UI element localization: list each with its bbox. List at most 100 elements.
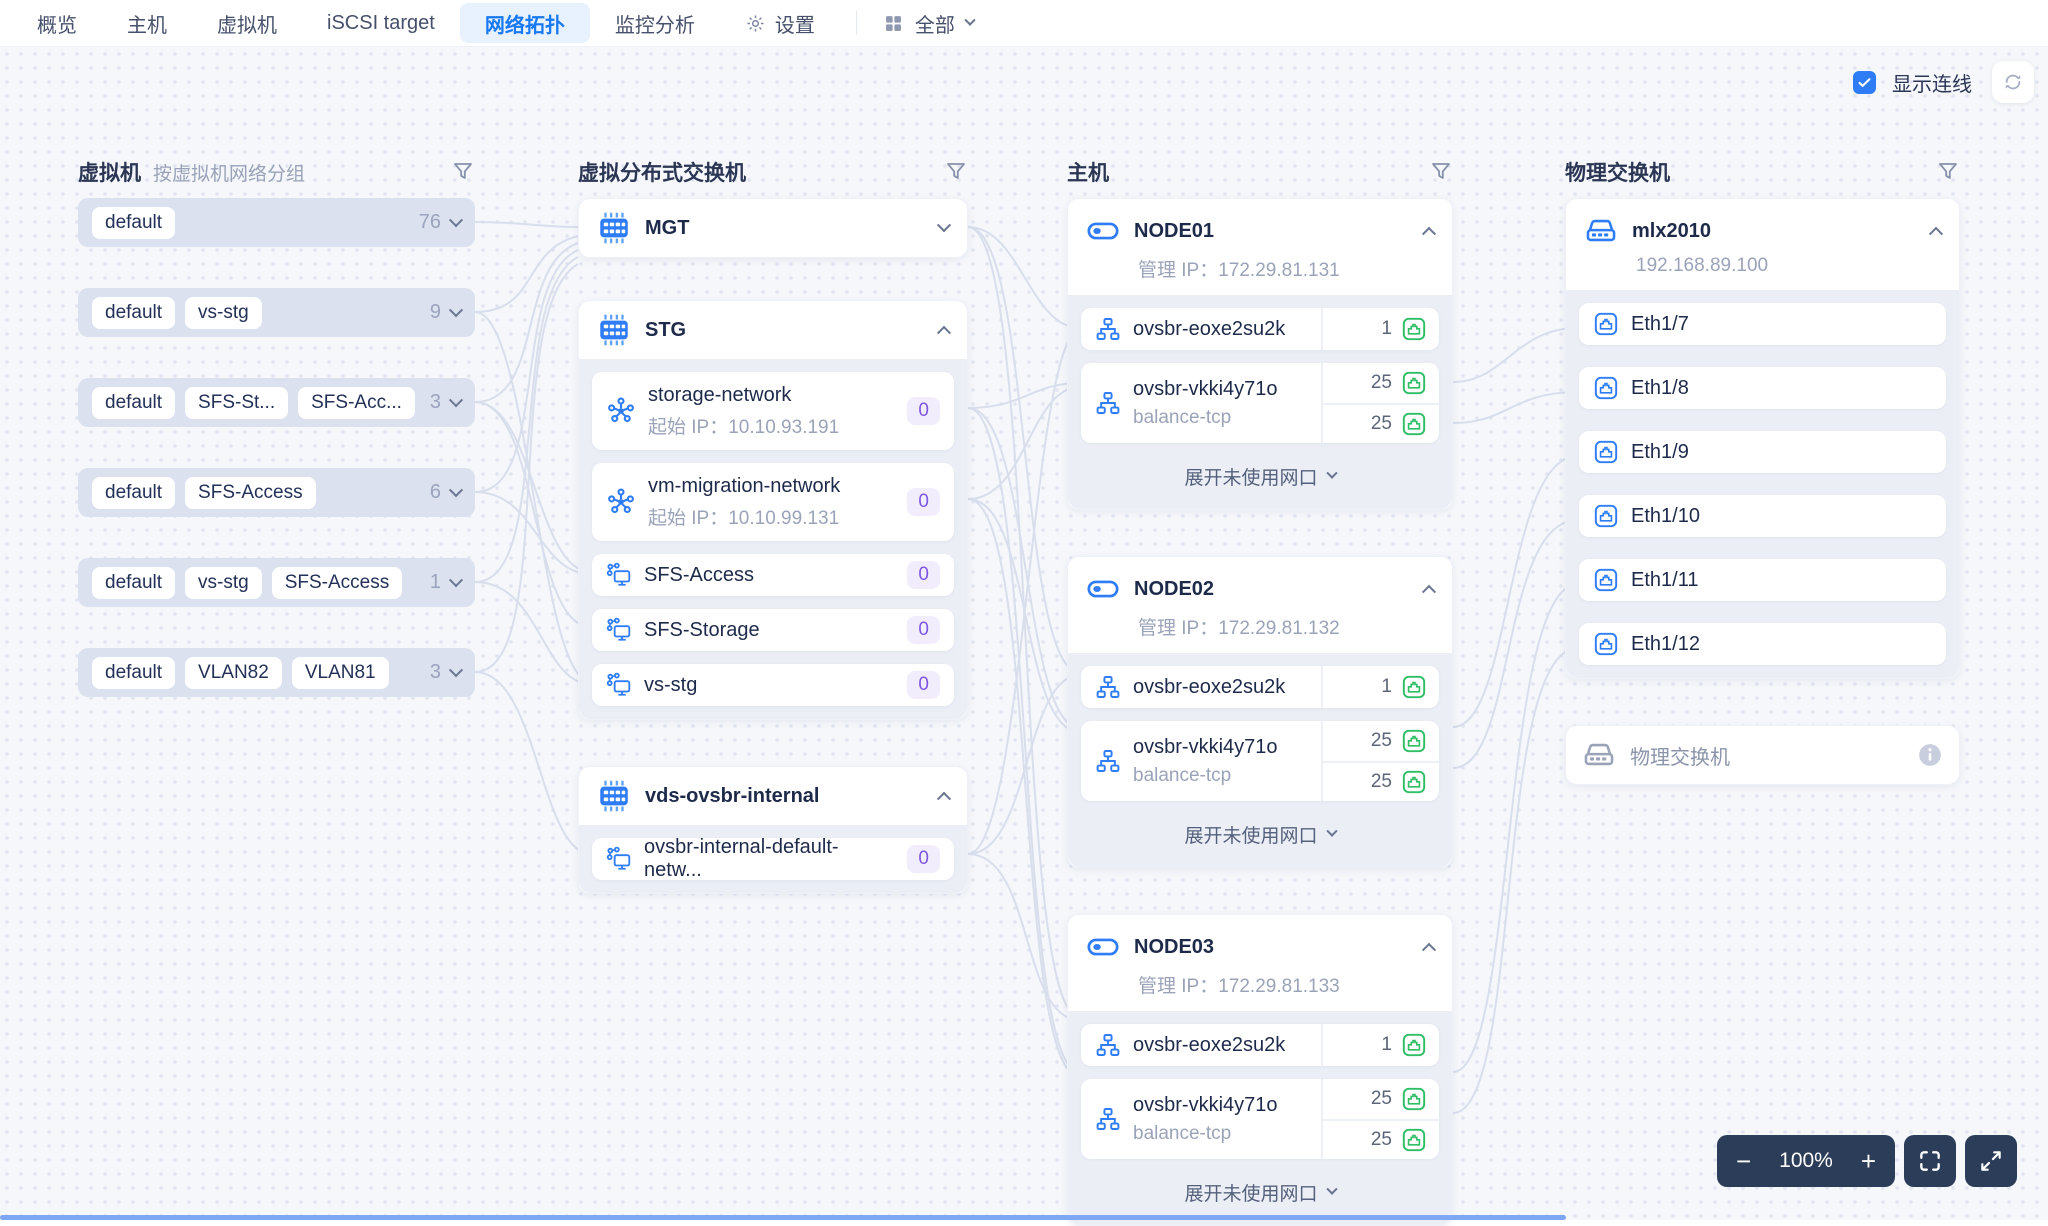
port-cell[interactable]: 1 bbox=[1323, 308, 1439, 350]
tab-iscsi-target[interactable]: iSCSI target bbox=[302, 3, 460, 43]
host-header[interactable]: NODE01 管理 IP：172.29.81.131 bbox=[1068, 199, 1452, 295]
topology-canvas[interactable]: 显示连线 虚拟机 按虚拟机网络分组 default 76 default vs-… bbox=[0, 47, 2048, 1226]
vds-header[interactable]: STG bbox=[579, 301, 967, 359]
chevron-down-icon bbox=[448, 572, 464, 587]
network-tag: VLAN81 bbox=[291, 656, 389, 689]
zoom-toolbar: − 100% + bbox=[1717, 1135, 2017, 1187]
port-cell[interactable]: 25 bbox=[1323, 403, 1439, 443]
switch-port-row[interactable]: Eth1/7 bbox=[1579, 303, 1946, 345]
bridge-row[interactable]: ovsbr-vkki4y71o balance-tcp 25 25 bbox=[1081, 1079, 1439, 1159]
tab-vms[interactable]: 虚拟机 bbox=[192, 3, 302, 43]
port-name: Eth1/8 bbox=[1631, 376, 1689, 399]
portgroup-row[interactable]: vm-migration-network 起始 IP：10.10.99.131 … bbox=[592, 463, 954, 541]
bridge-row[interactable]: ovsbr-eoxe2su2k 1 bbox=[1081, 666, 1439, 708]
vm-group-row[interactable]: default vs-stg SFS-Access 1 bbox=[78, 558, 475, 607]
portgroup-row[interactable]: ovsbr-internal-default-netw... 0 bbox=[592, 836, 954, 881]
host-icon bbox=[1086, 572, 1120, 606]
portgroup-host-icon bbox=[606, 672, 632, 698]
vds-column: 虚拟分布式交换机 MGT STG storage-network bbox=[578, 158, 968, 894]
port-name: Eth1/7 bbox=[1631, 312, 1689, 335]
filter-icon[interactable] bbox=[1936, 160, 1960, 184]
switch-port-row[interactable]: Eth1/12 bbox=[1579, 623, 1946, 665]
fit-screen-button[interactable] bbox=[1904, 1135, 1956, 1187]
tab-label: 网络拓扑 bbox=[484, 14, 565, 37]
bridge-row[interactable]: ovsbr-vkki4y71o balance-tcp 25 25 bbox=[1081, 363, 1439, 443]
portgroup-row[interactable]: SFS-Storage 0 bbox=[592, 609, 954, 651]
expand-unused-ports[interactable]: 展开未使用网口 bbox=[1081, 456, 1439, 496]
tab-overview[interactable]: 概览 bbox=[12, 3, 102, 43]
port-cell[interactable]: 25 bbox=[1323, 761, 1439, 801]
switch-header[interactable]: mlx2010 192.168.89.100 bbox=[1566, 199, 1959, 290]
host-header[interactable]: NODE02 管理 IP：172.29.81.132 bbox=[1068, 557, 1452, 653]
portgroup-icon bbox=[606, 396, 636, 426]
chevron-down-icon bbox=[1325, 467, 1338, 479]
scope-dropdown[interactable]: 全部 bbox=[873, 3, 984, 43]
bridge-row[interactable]: ovsbr-vkki4y71o balance-tcp 25 25 bbox=[1081, 721, 1439, 801]
info-icon[interactable] bbox=[1917, 742, 1943, 768]
nic-port-icon bbox=[1401, 370, 1427, 396]
zoom-in-button[interactable]: + bbox=[1860, 1146, 1876, 1176]
port-cell[interactable]: 25 bbox=[1323, 1079, 1439, 1119]
host-header[interactable]: NODE03 管理 IP：172.29.81.133 bbox=[1068, 915, 1452, 1011]
bridge-name: ovsbr-vkki4y71o bbox=[1133, 1093, 1278, 1116]
vm-group-row[interactable]: default SFS-St... SFS-Acc... 3 bbox=[78, 378, 475, 427]
portgroup-row[interactable]: storage-network 起始 IP：10.10.93.191 0 bbox=[592, 372, 954, 450]
tab-settings[interactable]: 设置 bbox=[720, 3, 840, 43]
vm-group-row[interactable]: default SFS-Access 6 bbox=[78, 468, 475, 517]
network-tag: default bbox=[92, 206, 176, 239]
vm-count: 9 bbox=[429, 301, 441, 323]
physical-switch-icon bbox=[1582, 738, 1616, 772]
vm-group-row[interactable]: default vs-stg 9 bbox=[78, 288, 475, 337]
tab-monitoring[interactable]: 监控分析 bbox=[590, 3, 720, 43]
fullscreen-button[interactable] bbox=[1965, 1135, 2017, 1187]
port-cell[interactable]: 1 bbox=[1323, 1024, 1439, 1066]
expand-unused-ports[interactable]: 展开未使用网口 bbox=[1081, 1172, 1439, 1212]
tab-hosts[interactable]: 主机 bbox=[102, 3, 192, 43]
vds-switch-icon bbox=[597, 779, 631, 813]
filter-icon[interactable] bbox=[944, 160, 968, 184]
chevron-down-icon bbox=[448, 662, 464, 677]
network-tag: SFS-St... bbox=[185, 386, 289, 419]
tab-network-topology[interactable]: 网络拓扑 bbox=[459, 3, 590, 43]
bond-mode: balance-tcp bbox=[1133, 406, 1232, 428]
horizontal-scrollbar[interactable] bbox=[0, 1215, 1566, 1220]
vds-header[interactable]: vds-ovsbr-internal bbox=[579, 767, 967, 825]
switch-port-row[interactable]: Eth1/9 bbox=[1579, 431, 1946, 473]
switch-port-row[interactable]: Eth1/8 bbox=[1579, 367, 1946, 409]
host-mgmt-ip: 管理 IP：172.29.81.131 bbox=[1138, 260, 1340, 281]
portgroup-host-icon bbox=[606, 617, 632, 643]
bond-mode: balance-tcp bbox=[1133, 764, 1232, 786]
vds-header[interactable]: MGT bbox=[579, 199, 967, 257]
bridge-row[interactable]: ovsbr-eoxe2su2k 1 bbox=[1081, 1024, 1439, 1066]
chevron-down-icon bbox=[936, 218, 952, 233]
nav-divider bbox=[855, 11, 857, 35]
port-cell[interactable]: 1 bbox=[1323, 666, 1439, 708]
portgroup-row[interactable]: SFS-Access 0 bbox=[592, 554, 954, 596]
port-count: 25 bbox=[1370, 771, 1392, 792]
portgroup-row[interactable]: vs-stg 0 bbox=[592, 664, 954, 706]
nic-port-icon bbox=[1401, 1127, 1427, 1153]
host-mgmt-ip: 管理 IP：172.29.81.132 bbox=[1138, 618, 1340, 639]
vds-card-ovsbr-internal: vds-ovsbr-internal ovsbr-internal-defaul… bbox=[578, 766, 968, 894]
vm-column-header: 虚拟机 按虚拟机网络分组 bbox=[78, 158, 475, 186]
bridge-icon bbox=[1095, 674, 1121, 700]
filter-icon[interactable] bbox=[1429, 160, 1453, 184]
zoom-out-button[interactable]: − bbox=[1736, 1146, 1752, 1176]
vm-group-row[interactable]: default 76 bbox=[78, 198, 475, 247]
port-cell[interactable]: 25 bbox=[1323, 721, 1439, 761]
vm-group-row[interactable]: default VLAN82 VLAN81 3 bbox=[78, 648, 475, 697]
show-lines-checkbox[interactable] bbox=[1853, 70, 1876, 94]
bridge-row[interactable]: ovsbr-eoxe2su2k 1 bbox=[1081, 308, 1439, 350]
switch-port-row[interactable]: Eth1/11 bbox=[1579, 559, 1946, 601]
vds-portgroup-list: storage-network 起始 IP：10.10.93.191 0 vm-… bbox=[579, 359, 967, 719]
host-mgmt-ip: 管理 IP：172.29.81.133 bbox=[1138, 976, 1340, 997]
filter-icon[interactable] bbox=[451, 160, 475, 184]
port-cell[interactable]: 25 bbox=[1323, 363, 1439, 403]
switch-port-row[interactable]: Eth1/10 bbox=[1579, 495, 1946, 537]
port-cell[interactable]: 25 bbox=[1323, 1119, 1439, 1159]
port-count: 25 bbox=[1370, 1129, 1392, 1150]
expand-unused-ports[interactable]: 展开未使用网口 bbox=[1081, 814, 1439, 854]
refresh-button[interactable] bbox=[1992, 61, 2034, 103]
portgroup-text: storage-network 起始 IP：10.10.93.191 bbox=[648, 384, 839, 439]
physical-switch-placeholder[interactable]: 物理交换机 bbox=[1565, 725, 1960, 785]
